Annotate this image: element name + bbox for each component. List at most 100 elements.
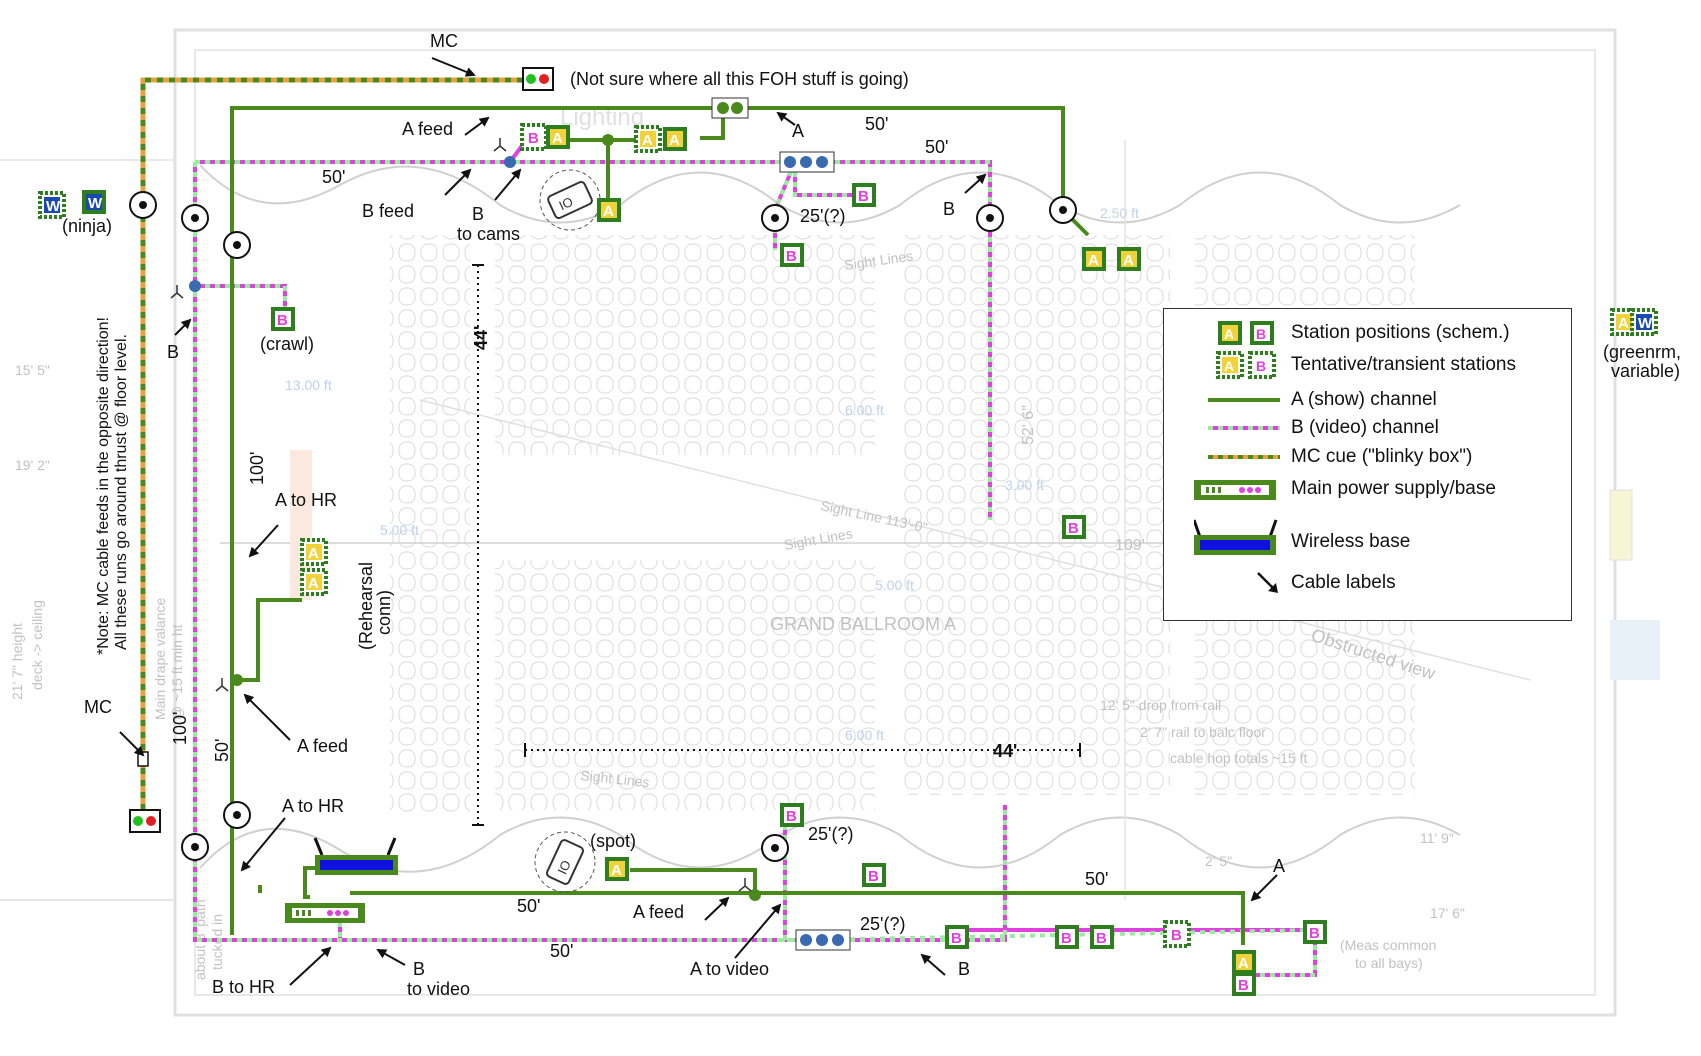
a-feed-bottom-label: A feed bbox=[633, 902, 684, 922]
station-letter: B bbox=[528, 130, 539, 147]
station-letter: B bbox=[858, 188, 869, 205]
station-b-badge: B bbox=[1090, 925, 1114, 949]
a-to-hr-lower-label: A to HR bbox=[282, 796, 344, 816]
legend-label-wireless: Wireless base bbox=[1291, 531, 1411, 552]
svg-text:B: B bbox=[1256, 358, 1266, 374]
dim-bottom-50-right: 50' bbox=[1085, 869, 1108, 889]
dim-bottom-25q-lower: 25'(?) bbox=[860, 914, 905, 934]
b-top-right-label: B bbox=[943, 199, 955, 219]
a-top-right-label: A bbox=[792, 121, 804, 141]
mc-line-icon bbox=[1208, 455, 1280, 459]
cable-label-arrow-icon bbox=[1257, 572, 1278, 593]
station-letter: B bbox=[868, 868, 879, 885]
station-letter: B bbox=[786, 248, 797, 265]
station-a-badge: A bbox=[634, 125, 662, 153]
legend-label-station: Station positions (schem.) bbox=[1291, 322, 1510, 343]
annotations: MC (Not sure where all this FOH stuff is… bbox=[62, 31, 1681, 999]
mc-cue-cable bbox=[140, 77, 523, 810]
legend-label-b-channel: B (video) channel bbox=[1291, 417, 1439, 438]
mc-top-label: MC bbox=[430, 31, 458, 51]
blinky-box-left bbox=[129, 809, 161, 833]
dim-left-50: 50' bbox=[212, 739, 232, 762]
splice-junctions bbox=[189, 134, 761, 901]
station-letter: A bbox=[1238, 955, 1249, 972]
legend-row-arrow: Cable labels bbox=[1164, 569, 1571, 597]
drape-label-1: Main drape valance bbox=[152, 598, 168, 720]
greenrm-label-1: (greenrm, bbox=[1603, 342, 1681, 362]
wireless-base bbox=[313, 837, 398, 875]
cable-length-labels: 50' 50' 50' 25'(?) 100' 100' 50' 50' 50'… bbox=[170, 114, 1108, 961]
station-a-badge: A bbox=[300, 538, 328, 566]
station-letter: B bbox=[1238, 977, 1249, 994]
dim-5ft-label-b: 5.00 ft bbox=[875, 577, 914, 593]
crawl-label: (crawl) bbox=[260, 334, 314, 354]
station-letter: A bbox=[669, 132, 680, 149]
note-line-1: *Note: MC cable feeds in the opposite di… bbox=[95, 317, 112, 655]
station-a-badge: A bbox=[663, 127, 687, 151]
junction-b-left bbox=[189, 280, 201, 292]
station-a-badge: A bbox=[605, 857, 629, 881]
svg-text:B: B bbox=[1256, 326, 1266, 342]
b-feed-top-label: B feed bbox=[362, 201, 414, 221]
legend-row-power: Main power supply/base bbox=[1164, 475, 1571, 503]
station-letter: B bbox=[1309, 925, 1320, 942]
power-base-icon bbox=[1194, 480, 1276, 500]
rehearsal-label-2: conn) bbox=[374, 590, 394, 635]
room-name-label: GRAND BALLROOM A bbox=[770, 614, 956, 634]
svg-text:A: A bbox=[1224, 358, 1234, 374]
station-b-badge: B bbox=[271, 307, 295, 331]
legend-label-power: Main power supply/base bbox=[1291, 478, 1496, 499]
foh-note: (Not sure where all this FOH stuff is go… bbox=[570, 69, 909, 89]
dim-6ft-label-a: 6.00 ft bbox=[845, 402, 884, 418]
drop-rail-label: 12' 5" drop from rail bbox=[1100, 697, 1221, 713]
station-letter: W bbox=[88, 195, 103, 212]
dimension-44-vertical: 44' bbox=[471, 264, 491, 826]
station-letter: A bbox=[1618, 315, 1629, 332]
dimension-44-horizontal: 44' bbox=[524, 741, 1081, 761]
station-b-badge: B bbox=[1062, 515, 1086, 539]
station-b-badge: B bbox=[862, 863, 886, 887]
station-letter: A bbox=[1123, 252, 1134, 269]
wall-jacks bbox=[129, 191, 1077, 862]
station-b-badge: B bbox=[780, 243, 804, 267]
camera-icon-top: IO bbox=[539, 169, 601, 231]
meas-label-1: (Meas common bbox=[1340, 937, 1436, 953]
dim-2-5-label: 2' 5" bbox=[1205, 853, 1232, 869]
station-b-badge: B bbox=[1232, 972, 1256, 996]
station-a-badge: A bbox=[1082, 247, 1106, 271]
station-letter: A bbox=[308, 575, 319, 592]
legend-row-a-channel: A (show) channel bbox=[1164, 386, 1571, 414]
dim-250-label: 2.50 ft bbox=[1100, 205, 1139, 221]
station-letter: W bbox=[1638, 315, 1653, 332]
a-channel-line-icon bbox=[1208, 398, 1280, 402]
station-letter: A bbox=[642, 132, 653, 149]
left-21-7-label: 21' 7" height bbox=[9, 623, 25, 700]
a-feed-left-label: A feed bbox=[297, 736, 348, 756]
station-b-badge: B bbox=[1163, 920, 1191, 948]
station-a-badge: A bbox=[300, 568, 328, 596]
b-to-cams-label-2: to cams bbox=[457, 224, 520, 244]
dim-left-100-upper: 100' bbox=[247, 452, 267, 485]
b-to-video-label-1: B bbox=[413, 959, 425, 979]
station-w-badge: W bbox=[82, 190, 106, 214]
svg-text:A: A bbox=[1224, 326, 1234, 342]
dim-13ft-label: 13.00 ft bbox=[285, 377, 332, 393]
b-channel-line-icon bbox=[1208, 426, 1280, 430]
spot-label: (spot) bbox=[590, 831, 636, 851]
station-w-badge: W bbox=[1630, 308, 1658, 336]
meas-label-2: to all bays) bbox=[1355, 955, 1423, 971]
main-power-base bbox=[285, 903, 365, 923]
dim-44-horizontal-label: 44' bbox=[993, 741, 1017, 761]
legend: A B Station positions (schem.) A B Tenta… bbox=[1163, 308, 1572, 621]
a-to-hr-upper-label: A to HR bbox=[275, 490, 337, 510]
station-a-badge: A bbox=[1117, 247, 1141, 271]
dim-11-9-label: 11' 9" bbox=[1420, 830, 1454, 846]
station-letter: A bbox=[308, 545, 319, 562]
junction-a-top bbox=[602, 134, 614, 146]
a-feed-top-label: A feed bbox=[402, 119, 453, 139]
dim-52-6-label: 52' 6" bbox=[1020, 405, 1037, 445]
station-letter: A bbox=[603, 203, 614, 220]
legend-row-wireless: Wireless base bbox=[1164, 517, 1571, 557]
